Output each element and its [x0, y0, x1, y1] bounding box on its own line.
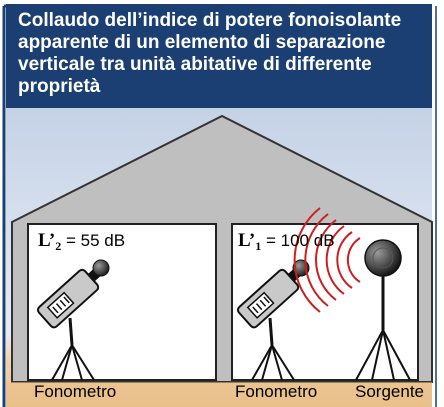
level-subscript-right: 1	[255, 239, 262, 253]
level-symbol-right: L’	[238, 230, 256, 251]
level-symbol-left: L’	[38, 230, 56, 251]
sound-source-speaker	[355, 239, 411, 381]
diagram-title: Collaudo dell’indice di potere fonoisola…	[6, 4, 432, 108]
label-fonometro-left: Fonometro	[34, 382, 117, 401]
level-value-left: = 55 dB	[66, 231, 126, 250]
ground-strip	[6, 382, 432, 407]
level-label-left: L’2 = 55 dB	[38, 230, 125, 254]
level-value-right: = 100 dB	[266, 231, 335, 250]
level-subscript-left: 2	[55, 239, 62, 253]
title-text: Collaudo dell’indice di potere fonoisola…	[18, 10, 402, 97]
label-fonometro-right: Fonometro	[235, 382, 318, 401]
label-sorgente: Sorgente	[355, 382, 424, 401]
sound-level-meter-left	[36, 259, 110, 381]
sound-waves	[293, 207, 361, 313]
level-label-right: L’1 = 100 dB	[238, 230, 335, 254]
